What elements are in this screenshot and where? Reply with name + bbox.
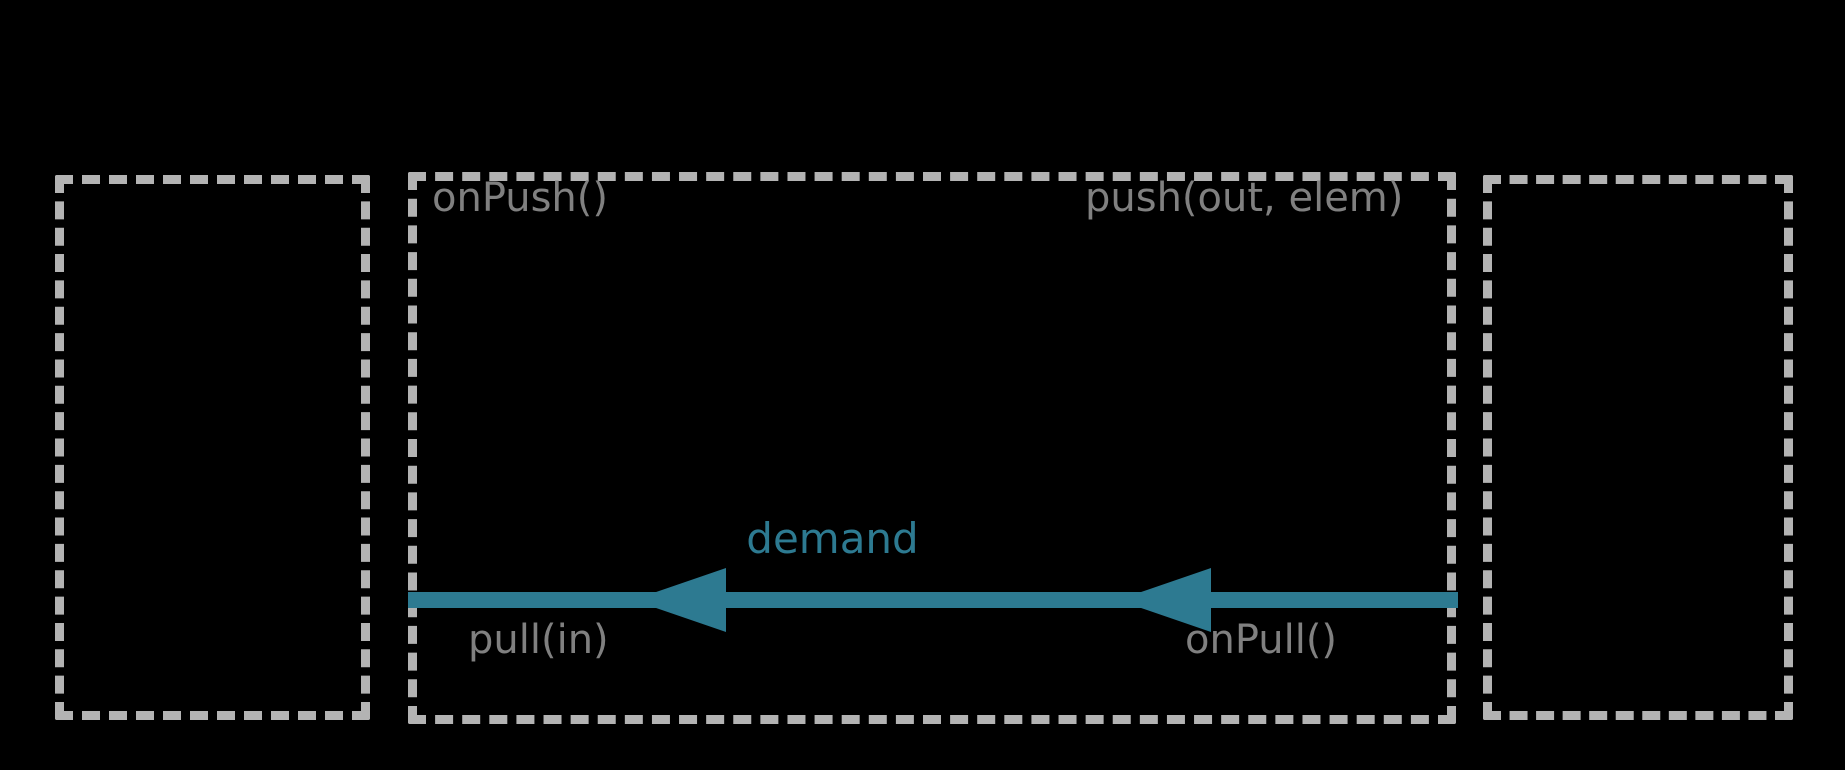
pull-in-label: pull(in) xyxy=(468,617,609,663)
demand-label-wrap: demand xyxy=(0,518,1845,560)
demand-label: demand xyxy=(746,514,919,563)
operator-stage-box xyxy=(408,172,1456,724)
on-pull-label: onPull() xyxy=(1185,617,1338,663)
downstream-stage-box xyxy=(1483,175,1793,720)
on-push-label: onPush() xyxy=(432,175,608,221)
push-out-elem-label: push(out, elem) xyxy=(1085,175,1404,221)
upstream-stage-box xyxy=(55,175,370,720)
